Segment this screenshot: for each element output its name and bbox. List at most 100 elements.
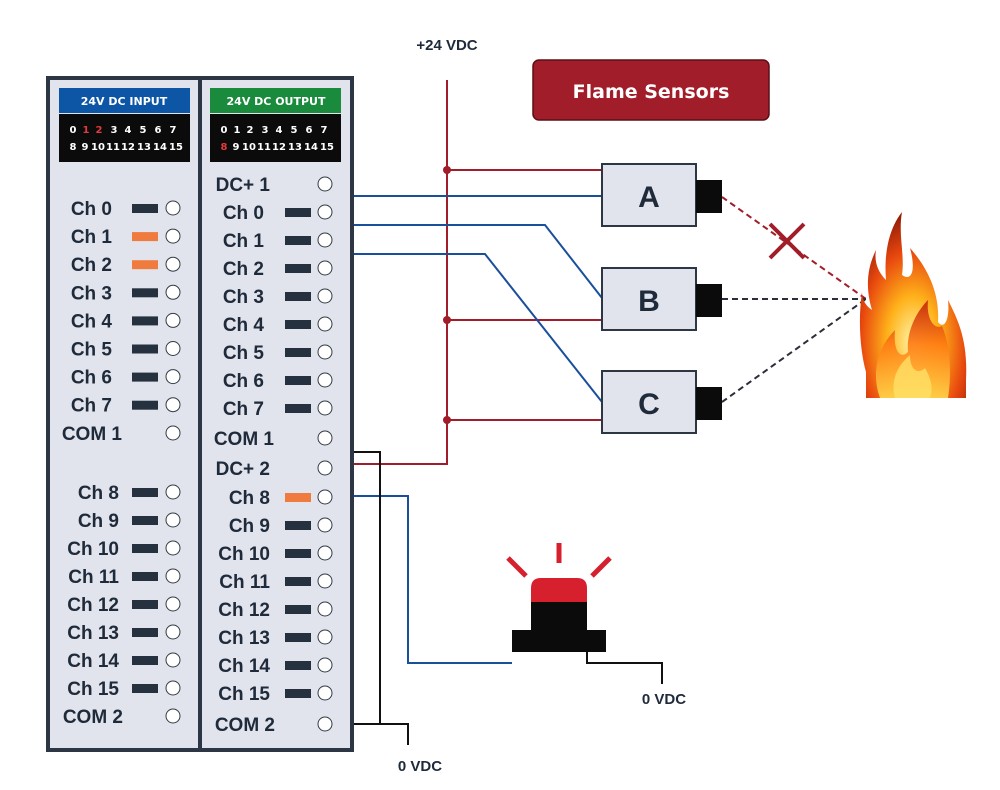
channel-row: Ch 15 (218, 684, 333, 705)
flame-sensor-c: C (601, 370, 722, 434)
channel-row: Ch 8 (229, 488, 333, 509)
channel-led (285, 264, 311, 273)
terminal (317, 716, 333, 732)
channel-row: Ch 12 (67, 595, 181, 616)
detection-path-c (721, 298, 867, 403)
channel-label: Ch 5 (71, 340, 113, 361)
terminal (165, 512, 181, 528)
channel-led (285, 689, 311, 698)
terminal (165, 540, 181, 556)
channel-label: Ch 1 (71, 227, 113, 248)
channel-led (285, 493, 311, 502)
channel-row: Ch 11 (68, 567, 181, 588)
sensor-lens (696, 387, 722, 420)
channel-label: COM 1 (214, 429, 275, 450)
index-digit: 15 (320, 142, 334, 153)
flame-sensor-a: A (601, 163, 722, 227)
terminal (165, 369, 181, 385)
output-index-display (210, 114, 341, 162)
channel-label: Ch 13 (218, 628, 270, 649)
output-channel-rows: DC+ 1Ch 0Ch 1Ch 2Ch 3Ch 4Ch 5Ch 6Ch 7COM… (214, 175, 333, 736)
channel-row: Ch 7 (71, 396, 181, 417)
input-index-display (59, 114, 190, 162)
channel-label: Ch 15 (218, 684, 270, 705)
index-digit: 14 (153, 142, 167, 153)
index-digit: 10 (242, 142, 256, 153)
channel-led (132, 516, 158, 525)
channel-label: Ch 11 (68, 567, 119, 588)
channel-led (285, 605, 311, 614)
channel-led (285, 549, 311, 558)
terminal (165, 200, 181, 216)
index-digit: 10 (91, 142, 105, 153)
channel-label: Ch 11 (219, 572, 270, 593)
channel-row: Ch 15 (67, 679, 181, 700)
supply-positive-label: +24 VDC (416, 37, 477, 54)
flame-sensors-title: Flame Sensors (532, 59, 770, 121)
channel-label: Ch 0 (223, 203, 264, 224)
terminal (165, 484, 181, 500)
channel-led (285, 208, 311, 217)
index-digit: 6 (306, 125, 313, 136)
channel-led (132, 204, 158, 213)
index-digit: 13 (137, 142, 151, 153)
alarm-beacon-icon (506, 543, 612, 652)
channel-label: Ch 7 (223, 399, 264, 420)
channel-row: Ch 1 (71, 227, 181, 248)
channel-row: Ch 7 (223, 399, 333, 420)
channel-row: Ch 10 (67, 539, 181, 560)
terminal (317, 430, 333, 446)
terminal (317, 288, 333, 304)
terminal (317, 176, 333, 192)
index-digit: 15 (169, 142, 183, 153)
channel-label: Ch 3 (223, 287, 264, 308)
channel-row: Ch 6 (71, 368, 181, 389)
channel-led (132, 488, 158, 497)
index-digit: 13 (288, 142, 302, 153)
flame-sensors-title-text: Flame Sensors (573, 81, 730, 103)
channel-label: Ch 4 (223, 315, 265, 336)
channel-led (285, 521, 311, 530)
ground-wire-beacon (586, 652, 663, 684)
index-digit: 12 (272, 142, 286, 153)
sensor-lens (696, 180, 722, 213)
channel-row: Ch 11 (219, 572, 333, 593)
channel-row: Ch 13 (67, 623, 181, 644)
channel-label: Ch 12 (67, 595, 119, 616)
channel-led (132, 572, 158, 581)
channel-row: Ch 0 (71, 199, 181, 220)
index-digit: 8 (70, 142, 77, 153)
terminal (317, 372, 333, 388)
flame-icon (859, 212, 967, 398)
channel-row: COM 2 (215, 715, 333, 736)
junction-dot (443, 316, 451, 324)
index-digit: 2 (247, 125, 254, 136)
index-digit: 5 (140, 125, 147, 136)
ground-wire-bottom (380, 723, 409, 745)
terminal (317, 400, 333, 416)
channel-row: Ch 4 (71, 311, 181, 332)
terminal (317, 629, 333, 645)
channel-led (285, 348, 311, 357)
channel-row: Ch 9 (229, 516, 333, 537)
channel-row: COM 2 (63, 707, 181, 728)
channel-led (132, 684, 158, 693)
index-digit: 4 (276, 125, 283, 136)
output-module-header (210, 88, 341, 113)
channel-label: Ch 8 (78, 483, 119, 504)
index-digit: 3 (111, 125, 118, 136)
channel-label: Ch 14 (218, 656, 270, 677)
channel-row: Ch 2 (223, 259, 333, 280)
channel-led (285, 292, 311, 301)
channel-led (132, 656, 158, 665)
channel-led (132, 544, 158, 553)
channel-row: Ch 5 (71, 340, 181, 361)
channel-label: Ch 9 (229, 516, 270, 537)
channel-label: Ch 6 (223, 371, 264, 392)
